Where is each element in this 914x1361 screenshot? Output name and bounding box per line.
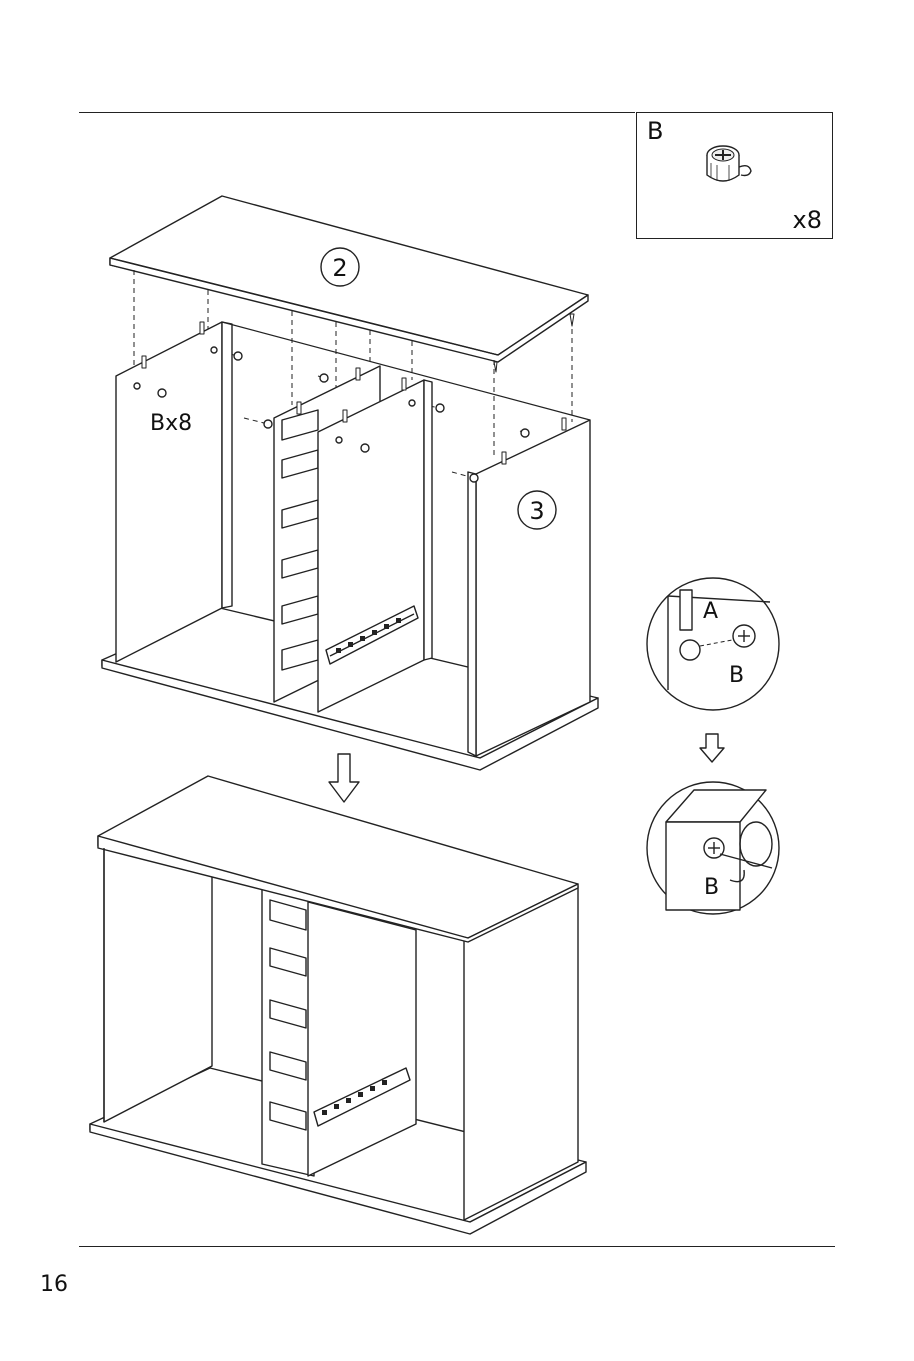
left-side-panel	[116, 322, 232, 662]
divider-panel	[318, 380, 432, 712]
detail-down-arrow-icon	[700, 734, 724, 762]
page-number: 16	[40, 1272, 68, 1297]
right-side-panel	[468, 420, 590, 756]
detail-label-b-upper: B	[729, 663, 744, 688]
step-callout-3-label: 3	[529, 497, 544, 525]
assembled-cabinet	[90, 776, 586, 1234]
detail-label-a: A	[703, 599, 718, 624]
down-arrow-icon	[329, 754, 359, 802]
detail-circle-upper	[647, 578, 779, 710]
footer-rule	[79, 1246, 835, 1247]
quantity-label: Bx8	[150, 411, 192, 436]
step-callout-2-label: 2	[332, 254, 347, 282]
detail-label-b-lower: B	[704, 875, 719, 900]
